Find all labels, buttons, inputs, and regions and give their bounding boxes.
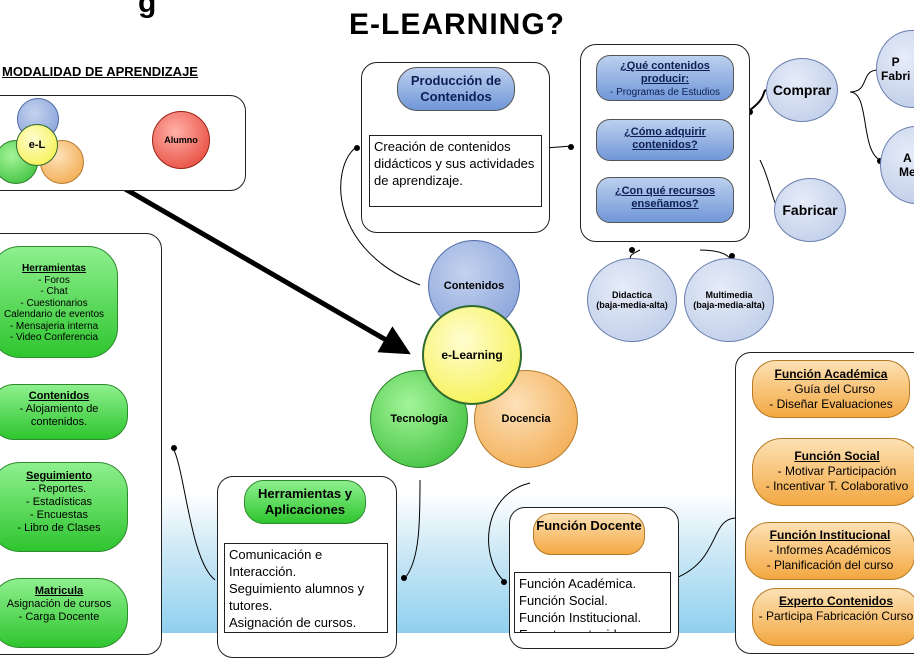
produccion-header: Producción de Contenidos — [397, 67, 515, 111]
herramientas-app-header-text: Herramientas y Aplicaciones — [258, 486, 352, 517]
q2-title: ¿Cómo adquirir contenidos? — [624, 126, 706, 151]
alumno-circle: Alumno — [152, 111, 210, 169]
q1-title: ¿Qué contenidos producir: — [620, 60, 710, 85]
multimedia-label: Multimedia (baja-media-alta) — [693, 290, 765, 310]
produccion-text: Creación de contenidos didácticos y sus … — [369, 135, 542, 207]
didactica-circle: Didactica (baja-media-alta) — [587, 258, 677, 342]
q3-title: ¿Con qué recursos enseñamos? — [614, 185, 716, 210]
social-pill: Función Social - Motivar Participación -… — [752, 438, 914, 506]
fabricar-circle: Fabricar — [774, 178, 846, 242]
elearning-circle: e-Learning — [422, 305, 522, 405]
q1-sub: - Programas de Estudios — [609, 87, 721, 98]
contenidos-label: Contenidos — [443, 280, 505, 292]
multimedia-circle: Multimedia (baja-media-alta) — [684, 258, 774, 342]
contenidos-items: - Alojamiento de contenidos. — [19, 403, 99, 428]
modalidad-heading: MODALIDAD DE APRENDIZAJE — [2, 64, 198, 79]
seguimiento-pill: Seguimiento - Reportes. - Estadísticas -… — [0, 462, 128, 552]
herramientas-app-header: Herramientas y Aplicaciones — [244, 480, 366, 524]
elearning-label: e-Learning — [441, 348, 503, 362]
funcion-docente-text: Función Académica. Función Social. Funci… — [514, 572, 671, 633]
funcion-docente-header-text: Función Docente — [536, 518, 642, 533]
seguimiento-items: - Reportes. - Estadísticas - Encuestas -… — [17, 483, 101, 534]
el-label: e-L — [28, 139, 46, 151]
contenidos-title: Contenidos — [28, 390, 90, 402]
contenidos-pill: Contenidos - Alojamiento de contenidos. — [0, 384, 128, 440]
title-fragment: g — [138, 0, 157, 19]
el-circle: e-L — [16, 124, 58, 166]
institucional-items: - Informes Académicos - Planificación de… — [766, 543, 894, 572]
matricula-items: Asignación de cursos - Carga Docente — [6, 598, 112, 623]
produccion-header-text: Producción de Contenidos — [410, 73, 502, 104]
q3-pill: ¿Con qué recursos enseñamos? — [596, 177, 734, 223]
tecnologia-label: Tecnología — [390, 413, 448, 425]
institucional-title: Función Institucional — [769, 528, 891, 542]
funcion-docente-header: Función Docente — [533, 513, 645, 555]
partial-mid-label: A Me — [899, 151, 914, 179]
seguimiento-title: Seguimiento — [25, 470, 92, 482]
matricula-title: Matricula — [34, 585, 84, 597]
alumno-label: Alumno — [164, 135, 198, 145]
partial-top-label: P Fabri — [881, 55, 911, 83]
academica-items: - Guía del Curso - Diseñar Evaluaciones — [769, 382, 893, 411]
experto-pill: Experto Contenidos - Participa Fabricaci… — [752, 588, 914, 646]
social-items: - Motivar Participación - Incentivar T. … — [765, 464, 909, 493]
comprar-circle: Comprar — [766, 58, 838, 122]
academica-pill: Función Académica - Guía del Curso - Dis… — [752, 360, 910, 418]
docencia-label: Docencia — [501, 413, 551, 425]
herramientas-title: Herramientas — [22, 263, 86, 274]
matricula-pill: Matricula Asignación de cursos - Carga D… — [0, 578, 128, 648]
institucional-pill: Función Institucional - Informes Académi… — [745, 522, 914, 580]
social-title: Función Social — [794, 449, 880, 463]
experto-items: - Participa Fabricación Curso — [758, 609, 914, 623]
academica-title: Función Académica — [774, 367, 888, 381]
herramientas-app-text: Comunicación e Interacción. Seguimiento … — [224, 543, 388, 633]
experto-title: Experto Contenidos — [778, 594, 893, 608]
fabricar-label: Fabricar — [782, 202, 838, 218]
didactica-label: Didactica (baja-media-alta) — [596, 290, 668, 310]
herramientas-items: - Foros - Chat - Cuestionarios Calendari… — [3, 274, 105, 344]
q1-pill: ¿Qué contenidos producir: - Programas de… — [596, 55, 734, 101]
comprar-label: Comprar — [772, 82, 832, 98]
q2-pill: ¿Cómo adquirir contenidos? — [596, 119, 734, 161]
herramientas-pill: Herramientas - Foros - Chat - Cuestionar… — [0, 246, 118, 358]
page-title: E-LEARNING? — [349, 8, 565, 41]
